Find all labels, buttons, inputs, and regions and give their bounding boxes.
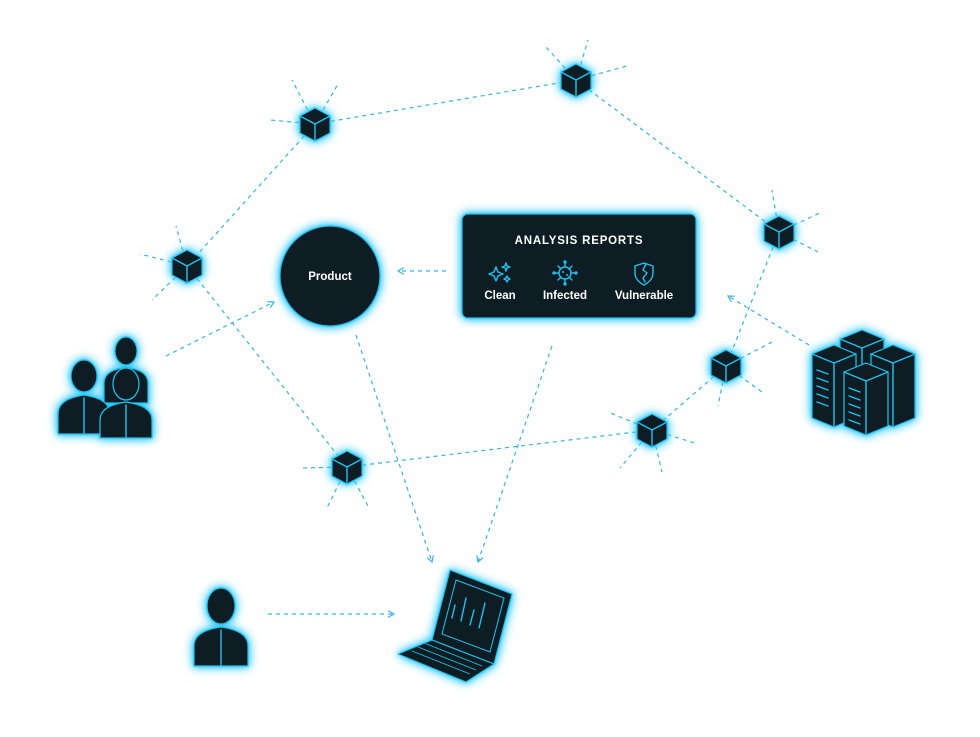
reports-title: ANALYSIS REPORTS	[515, 235, 644, 247]
network-links	[186, 79, 780, 468]
product-label: Product	[308, 271, 352, 283]
cube-node-icon	[710, 349, 742, 384]
report-infected-label: Infected	[543, 290, 587, 302]
cube-node-icon	[763, 215, 795, 250]
flow-arrows	[165, 267, 810, 618]
server-cluster-icon	[811, 329, 916, 436]
cube-node-icon	[560, 63, 592, 98]
network-nodes	[171, 63, 795, 485]
broken-shield-icon	[634, 262, 654, 286]
product-node: Product	[279, 225, 381, 327]
cube-node-icon	[171, 249, 203, 284]
analysis-reports-panel: ANALYSIS REPORTS Clean Infected Vulnerab…	[461, 213, 697, 319]
virus-icon	[552, 260, 578, 286]
user-icon	[193, 587, 249, 667]
cube-node-icon	[299, 107, 331, 142]
cube-node-icon	[636, 413, 668, 448]
laptop-icon	[397, 569, 513, 683]
cube-node-icon	[331, 450, 363, 485]
sparkle-icon	[488, 262, 511, 283]
user-group-icon	[57, 336, 153, 439]
report-clean-label: Clean	[484, 290, 515, 302]
report-vulnerable-label: Vulnerable	[615, 290, 673, 302]
